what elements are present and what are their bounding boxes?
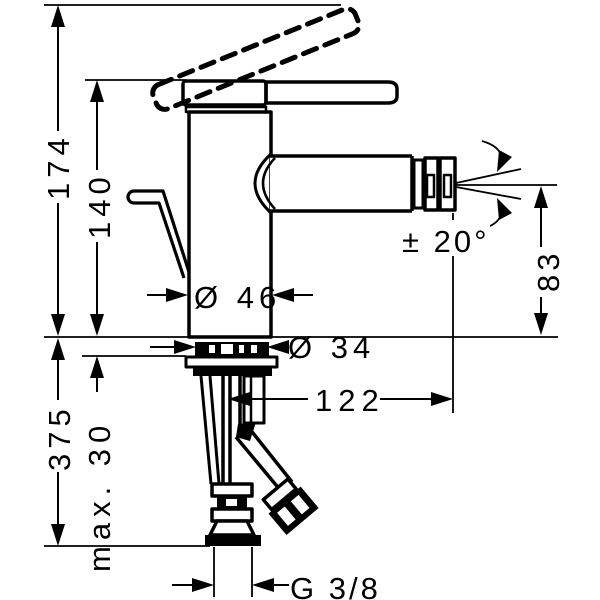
label-bg xyxy=(84,170,116,242)
arrow-g38-right xyxy=(252,578,274,592)
angled-hose xyxy=(234,426,294,493)
arrow-122-right xyxy=(431,392,453,406)
shank-slot xyxy=(209,345,215,353)
angled-connector-nut xyxy=(268,486,319,536)
mounting-hardware xyxy=(184,342,279,376)
spout-joint-arc-inner xyxy=(261,157,276,210)
arrow-174-down xyxy=(51,314,65,336)
fixing-rod xyxy=(221,376,232,484)
connector-collar xyxy=(210,482,254,498)
arrow-83-up xyxy=(534,186,548,208)
pop-up-rod xyxy=(126,189,191,279)
dim-label-connection-thread: G 3/8 xyxy=(290,571,381,600)
dim-label-total-height: 174 xyxy=(41,133,76,200)
dim-label-spout-reach: 122 xyxy=(315,383,385,418)
arrow-140-down xyxy=(90,314,104,336)
spray-arrow-top-head xyxy=(497,150,512,172)
straight-hose-connector xyxy=(205,482,261,546)
angled-hose-connector xyxy=(261,477,319,536)
label-bg xyxy=(398,220,490,256)
spout-joint-arc-outer xyxy=(253,152,273,215)
connector-end-nut xyxy=(205,535,261,546)
connector-ring xyxy=(210,507,254,523)
label-backgrounds xyxy=(43,131,565,472)
shank-slot xyxy=(221,344,233,354)
spray-arrow-bottom-head xyxy=(497,198,512,220)
spray-fan-upper-line xyxy=(455,168,522,184)
shank-slot xyxy=(239,345,244,353)
arrow-375-down xyxy=(51,524,65,546)
arrow-dia46-left xyxy=(166,288,188,302)
shank-slot xyxy=(251,345,257,353)
angled-connector-collar xyxy=(261,477,298,512)
hose-bend xyxy=(236,422,256,441)
handle-raised-dashed-outline xyxy=(150,6,362,112)
stabilizer-plate xyxy=(184,355,279,369)
angled-connector-slot xyxy=(290,494,310,515)
label-bg xyxy=(531,247,565,297)
spray-fan-lower-line xyxy=(455,186,522,200)
dim-label-max-mounting-thickness: max. 30 xyxy=(82,420,117,572)
dim-label-shank-diameter: Ø 34 xyxy=(288,330,375,365)
label-bg xyxy=(308,382,380,413)
arrow-174-up xyxy=(51,5,65,27)
arrow-max30-up xyxy=(90,356,104,378)
aerator-ring-small xyxy=(412,158,425,210)
label-bg xyxy=(44,400,76,472)
faucet xyxy=(126,6,457,546)
dim-label-spray-angle: ± 20° xyxy=(402,224,490,259)
arrow-dia34-right xyxy=(267,340,289,354)
aerator xyxy=(412,156,457,212)
spout-fill xyxy=(270,156,412,211)
arrow-375-up xyxy=(51,338,65,360)
dim-label-body-diameter: Ø 46 xyxy=(194,280,281,315)
dim-label-body-height: 140 xyxy=(82,172,117,239)
arrow-dia34-left xyxy=(174,340,196,354)
label-bg xyxy=(43,131,75,203)
supply-hoses xyxy=(199,374,294,493)
aerator-slot-right xyxy=(442,173,453,199)
handle-lever xyxy=(264,80,399,105)
arrow-g38-left xyxy=(192,578,214,592)
angled-connector-slot xyxy=(277,506,296,526)
connector-band-slot xyxy=(226,499,237,506)
spout-outline xyxy=(270,154,414,213)
dim-label-below-counter-depth: 375 xyxy=(42,404,77,471)
connector-cone xyxy=(208,519,256,537)
fixing-nut xyxy=(193,367,272,376)
aerator-slot-left xyxy=(425,173,436,199)
aerator-ring-left xyxy=(423,156,440,212)
faucet-body xyxy=(187,110,273,339)
aerator-ring-right xyxy=(438,156,457,212)
arrow-dia46-right xyxy=(272,288,294,302)
left-hose xyxy=(199,375,221,485)
arrow-83-down xyxy=(534,313,548,335)
dimension-labels: 174 140 375 max. 30 83 Ø 46 Ø 34 122 ± 2… xyxy=(41,133,566,600)
arrow-140-up xyxy=(90,80,104,102)
dim-label-outlet-height: 83 xyxy=(531,250,566,292)
